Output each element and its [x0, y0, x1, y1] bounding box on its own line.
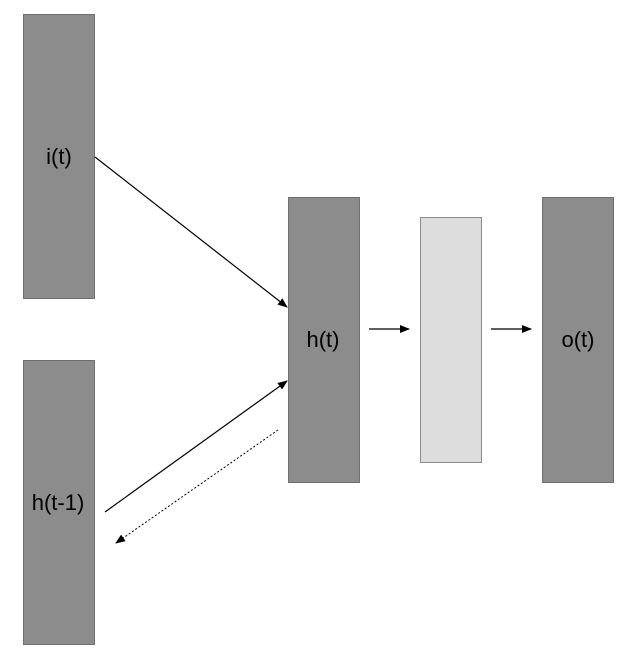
- hidden-block: [288, 197, 360, 483]
- intermediate-block: [420, 217, 482, 463]
- input-block: [23, 14, 95, 299]
- input-label: i(t): [46, 144, 72, 169]
- prev-hidden-block: [23, 360, 95, 645]
- prev-hidden-label: h(t-1): [31, 490, 85, 515]
- output-block: [542, 197, 614, 483]
- arrow-hidden-to-prev-hidden-dotted: [115, 429, 279, 544]
- arrow-input-to-hidden: [94, 156, 288, 308]
- arrow-prev-hidden-to-hidden: [104, 380, 288, 513]
- output-label: o(t): [561, 327, 595, 352]
- hidden-label: h(t): [306, 327, 340, 352]
